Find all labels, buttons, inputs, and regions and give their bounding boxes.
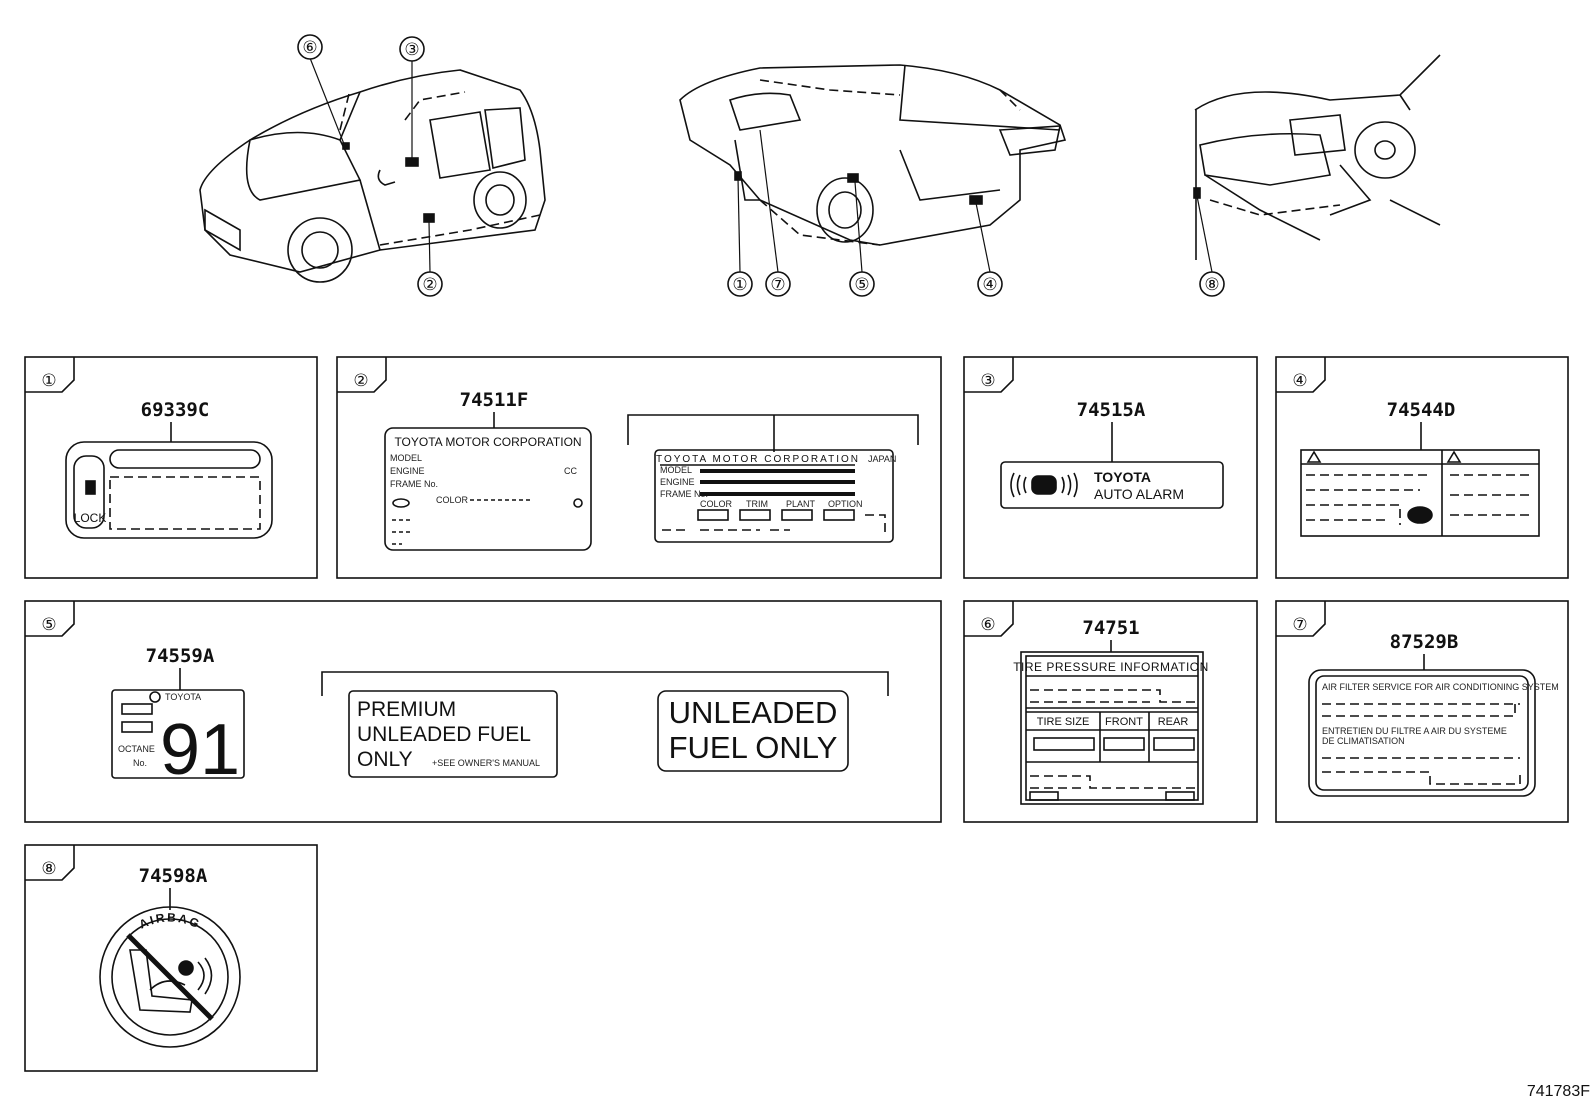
callout-7: ⑦ [765, 271, 791, 297]
svg-text:+SEE OWNER'S MANUAL: +SEE OWNER'S MANUAL [432, 758, 540, 768]
svg-text:①: ① [732, 275, 747, 294]
svg-text:OPTION: OPTION [828, 499, 863, 509]
svg-text:UNLEADED FUEL: UNLEADED FUEL [357, 723, 531, 746]
panel-7: ⑦ 87529B AIR FILTER SERVICE FOR AIR COND… [1275, 600, 1569, 823]
svg-text:74751: 74751 [1082, 617, 1139, 639]
lock-label [65, 441, 273, 539]
svg-text:OCTANE: OCTANE [118, 744, 155, 754]
svg-text:PREMIUM: PREMIUM [357, 698, 456, 721]
panel-1: ① 69339C LOCK [24, 356, 318, 579]
svg-text:⑥: ⑥ [980, 615, 995, 634]
svg-text:91: 91 [160, 710, 240, 790]
svg-text:ENGINE: ENGINE [660, 477, 695, 487]
svg-text:TOYOTA MOTOR CORPORATION: TOYOTA MOTOR CORPORATION [656, 454, 860, 465]
svg-text:74511F: 74511F [460, 389, 529, 411]
svg-text:①: ① [41, 371, 56, 390]
unleaded-fuel-label [657, 690, 849, 772]
svg-text:TOYOTA: TOYOTA [165, 692, 201, 702]
svg-text:AIR FILTER SERVICE FOR AIR CON: AIR FILTER SERVICE FOR AIR CONDITIONING … [1322, 682, 1559, 692]
svg-text:ONLY: ONLY [357, 748, 413, 771]
callout-leaders [309, 57, 1213, 273]
svg-text:TIRE SIZE: TIRE SIZE [1037, 716, 1090, 728]
panel-6: ⑥ 74751 TIRE PRESSURE INFORMATION TIRE S… [963, 600, 1258, 823]
svg-text:74559A: 74559A [146, 645, 215, 667]
auto-alarm-label [1000, 461, 1224, 509]
panel-2: ② 74511F TOYOTA MOTOR CORPORATION MODEL … [336, 356, 942, 579]
svg-text:⑧: ⑧ [41, 859, 56, 878]
panel-3: ③ 74515A TOYOTA AUTO ALARM [963, 356, 1258, 579]
svg-text:69339C: 69339C [141, 399, 210, 421]
svg-text:④: ④ [1292, 371, 1307, 390]
panel-4: ④ 74544D [1275, 356, 1569, 579]
svg-text:⑦: ⑦ [770, 275, 785, 294]
vehicle-rear-view [679, 64, 1067, 246]
vehicle-front-view [199, 69, 546, 283]
svg-text:⑤: ⑤ [854, 275, 869, 294]
tire-pressure-label [1020, 651, 1204, 805]
svg-text:TRIM: TRIM [746, 499, 768, 509]
svg-text:②: ② [353, 371, 368, 390]
svg-text:AUTO ALARM: AUTO ALARM [1094, 486, 1184, 502]
callout-1: ① [727, 271, 753, 297]
svg-text:④: ④ [982, 275, 997, 294]
svg-text:TIRE PRESSURE INFORMATION: TIRE PRESSURE INFORMATION [1013, 660, 1209, 674]
callout-6: ⑥ [297, 34, 323, 60]
air-filter-label [1308, 669, 1536, 797]
vehicle-dashboard-view [1193, 54, 1441, 260]
vin-plate-a [384, 427, 592, 551]
callout-2: ② [417, 271, 443, 297]
svg-text:TOYOTA MOTOR CORPORATION: TOYOTA MOTOR CORPORATION [394, 435, 581, 449]
svg-text:UNLEADED: UNLEADED [669, 695, 838, 730]
top-callouts: ⑥ ③ ② ① ⑦ ⑤ ④ ⑧ [297, 34, 1225, 297]
svg-text:FUEL ONLY: FUEL ONLY [669, 730, 838, 765]
svg-text:CC: CC [564, 466, 577, 476]
vin-plate-b [654, 449, 894, 543]
premium-fuel-label [348, 690, 558, 778]
svg-text:⑥: ⑥ [302, 38, 317, 57]
svg-text:②: ② [422, 275, 437, 294]
svg-text:AIRBAG: AIRBAG [137, 910, 203, 931]
svg-text:③: ③ [404, 40, 419, 59]
callout-8: ⑧ [1199, 271, 1225, 297]
svg-text:FRONT: FRONT [1105, 716, 1143, 728]
svg-text:③: ③ [980, 371, 995, 390]
svg-text:74515A: 74515A [1077, 399, 1146, 421]
svg-text:ENGINE: ENGINE [390, 466, 425, 476]
warning-label [1300, 449, 1540, 537]
svg-text:⑧: ⑧ [1204, 275, 1219, 294]
svg-text:87529B: 87529B [1390, 631, 1459, 653]
svg-text:TOYOTA: TOYOTA [1094, 469, 1151, 485]
svg-text:⑦: ⑦ [1292, 615, 1307, 634]
svg-text:FRAME No.: FRAME No. [660, 489, 708, 499]
svg-text:ENTRETIEN DU FILTRE A AIR DU S: ENTRETIEN DU FILTRE A AIR DU SYSTEME [1322, 726, 1507, 736]
svg-text:FRAME No.: FRAME No. [390, 479, 438, 489]
svg-text:74598A: 74598A [139, 865, 208, 887]
svg-text:COLOR: COLOR [436, 495, 469, 505]
svg-text:MODEL: MODEL [390, 453, 422, 463]
svg-text:REAR: REAR [1158, 716, 1189, 728]
svg-text:⑤: ⑤ [41, 615, 56, 634]
svg-text:JAPAN: JAPAN [868, 454, 896, 464]
svg-text:MODEL: MODEL [660, 465, 692, 475]
svg-text:PLANT: PLANT [786, 499, 816, 509]
svg-text:74544D: 74544D [1387, 399, 1456, 421]
diagram-code: 741783F [1527, 1083, 1590, 1099]
callout-4: ④ [977, 271, 1003, 297]
svg-text:COLOR: COLOR [700, 499, 733, 509]
panel-8: ⑧ 74598A AIRBAG [24, 844, 318, 1072]
callout-3: ③ [399, 36, 425, 62]
octane-label [111, 689, 245, 779]
airbag-label: AIRBAG [99, 906, 241, 1048]
callout-5: ⑤ [849, 271, 875, 297]
svg-text:No.: No. [133, 758, 147, 768]
svg-text:LOCK: LOCK [74, 511, 107, 525]
alarm-wave-icon [1010, 472, 1078, 498]
svg-text:DE CLIMATISATION: DE CLIMATISATION [1322, 736, 1405, 746]
panel-5: ⑤ 74559A TOYOTA OCTANE No. 91 PREMIUM UN… [24, 600, 942, 823]
